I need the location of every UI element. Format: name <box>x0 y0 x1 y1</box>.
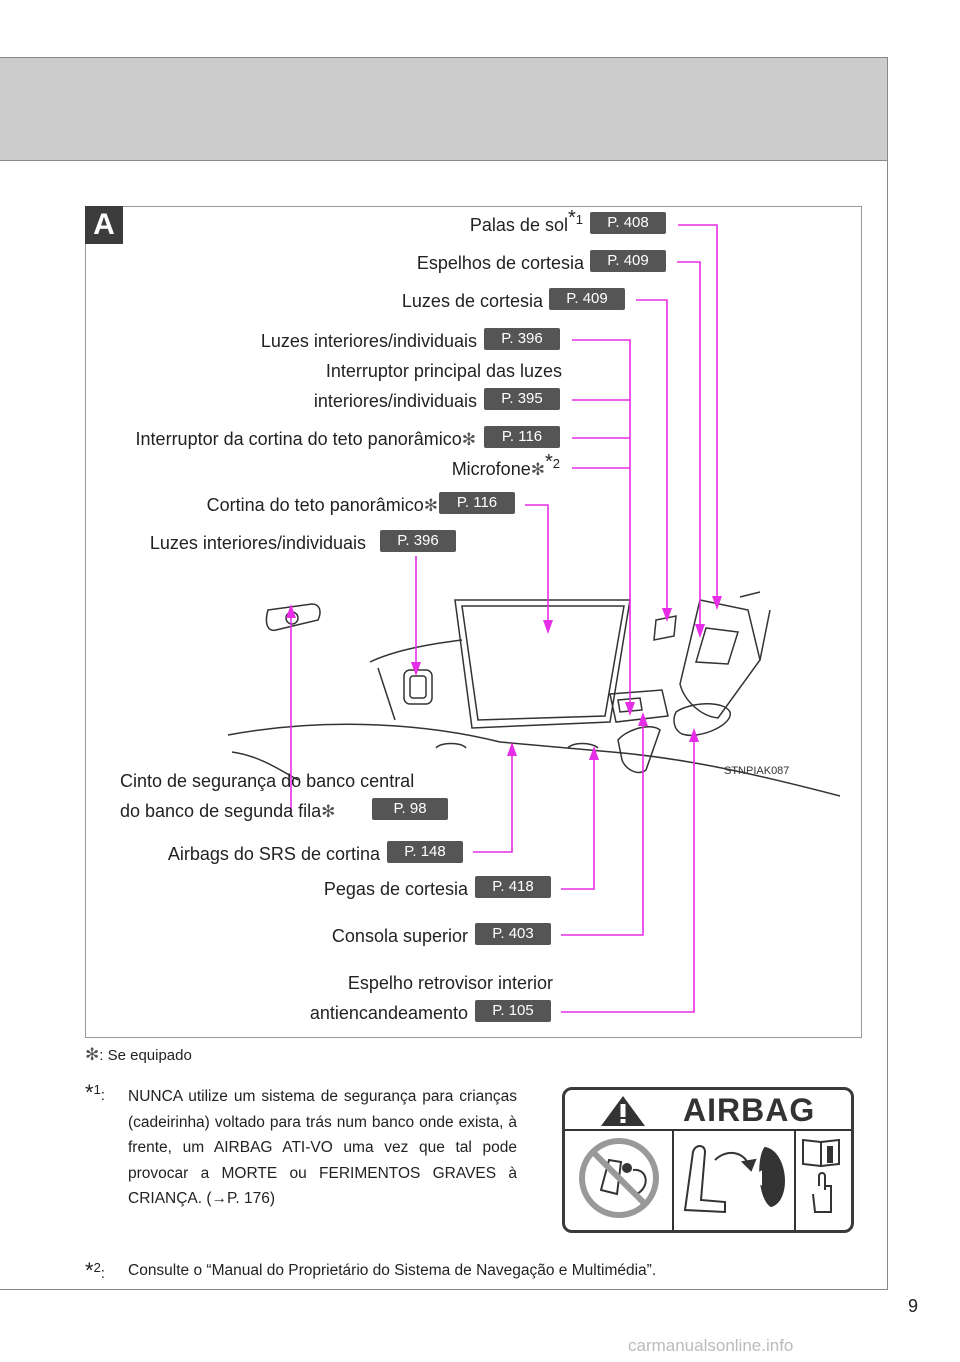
label-microphone: Microfone✻*2 <box>451 451 560 479</box>
ref-sun-visors[interactable]: P. 408 <box>590 212 666 234</box>
label-rear-belt-2: do banco de segunda fila✻ <box>120 801 336 821</box>
rear-view-mirror <box>673 703 731 736</box>
diagram-box <box>85 206 862 1038</box>
label-mirror-1: Espelho retrovisor interior <box>347 973 553 993</box>
label-sun-visors: Palas de sol*1 <box>469 207 583 235</box>
ref-rear-belt[interactable]: P. 98 <box>372 798 448 820</box>
section-badge: A <box>85 206 123 244</box>
airbag-pictograms <box>565 1096 851 1230</box>
leader-lines <box>290 224 718 1013</box>
panoramic-roof <box>454 599 631 729</box>
note2-marker: *2: <box>85 1258 105 1283</box>
ref-roof-shade-switch[interactable]: P. 116 <box>484 426 560 448</box>
watermark: carmanualsonline.info <box>628 1336 794 1355</box>
rear-belt-anchor <box>265 603 321 632</box>
ref-overhead-console[interactable]: P. 403 <box>475 923 551 945</box>
page-number: 9 <box>908 1296 919 1316</box>
note2-text: Consulte o “Manual do Proprietário do Si… <box>128 1262 657 1279</box>
no-child-seat-icon <box>579 1138 659 1218</box>
ref-assist-grips[interactable]: P. 418 <box>475 876 551 898</box>
ref-interior-lights-1[interactable]: P. 396 <box>484 328 560 350</box>
page-frame <box>0 57 888 1290</box>
label-main-switch-1: Interruptor principal das luzes <box>325 361 562 381</box>
rear-light <box>403 669 433 705</box>
label-interior-lights-1: Luzes interiores/individuais <box>260 331 477 351</box>
leader-arrowheads <box>286 596 722 760</box>
label-assist-grips: Pegas de cortesia <box>323 879 468 899</box>
label-rear-belt-1: Cinto de segurança do banco central <box>120 771 415 791</box>
label-vanity-lights: Luzes de cortesia <box>401 291 543 311</box>
ref-main-switch[interactable]: P. 395 <box>484 388 560 410</box>
label-vanity-mirrors: Espelhos de cortesia <box>416 253 584 273</box>
label-roof-shade: Cortina do teto panorâmico✻ <box>206 495 438 515</box>
figure-code: STNPIAK087 <box>724 765 790 777</box>
overhead-console <box>609 689 669 723</box>
airbag-warning-label: AIRBAG <box>562 1087 854 1233</box>
headliner-edge <box>227 723 841 797</box>
label-overhead-console: Consola superior <box>331 926 468 946</box>
header-band <box>0 57 888 161</box>
ref-curtain-airbags[interactable]: P. 148 <box>387 841 463 863</box>
label-mirror-2: antiencandeamento <box>309 1003 468 1023</box>
airbag-deploy-icon <box>683 1145 785 1214</box>
ref-vanity-lights[interactable]: P. 409 <box>549 288 625 310</box>
vanity-light <box>653 615 677 641</box>
ref-roof-shade[interactable]: P. 116 <box>439 492 515 514</box>
sun-visor <box>679 599 761 719</box>
ref-interior-lights-2[interactable]: P. 396 <box>380 530 456 552</box>
note1-text: NUNCA utilize um sistema de segurança pa… <box>128 1088 517 1207</box>
note-equipped: ✻: Se equipado <box>85 1045 192 1064</box>
label-curtain-airbags: Airbags do SRS de cortina <box>167 844 380 864</box>
ref-mirror[interactable]: P. 105 <box>475 1000 551 1022</box>
read-manual-icon <box>802 1138 840 1213</box>
label-main-switch-2: interiores/individuais <box>313 391 477 411</box>
label-interior-lights-2: Luzes interiores/individuais <box>149 533 366 553</box>
label-roof-shade-switch: Interruptor da cortina do teto panorâmic… <box>135 429 476 449</box>
note1-marker: *1: <box>85 1080 105 1105</box>
ref-vanity-mirrors[interactable]: P. 409 <box>590 250 666 272</box>
airbag-title: AIRBAG <box>683 1092 816 1128</box>
